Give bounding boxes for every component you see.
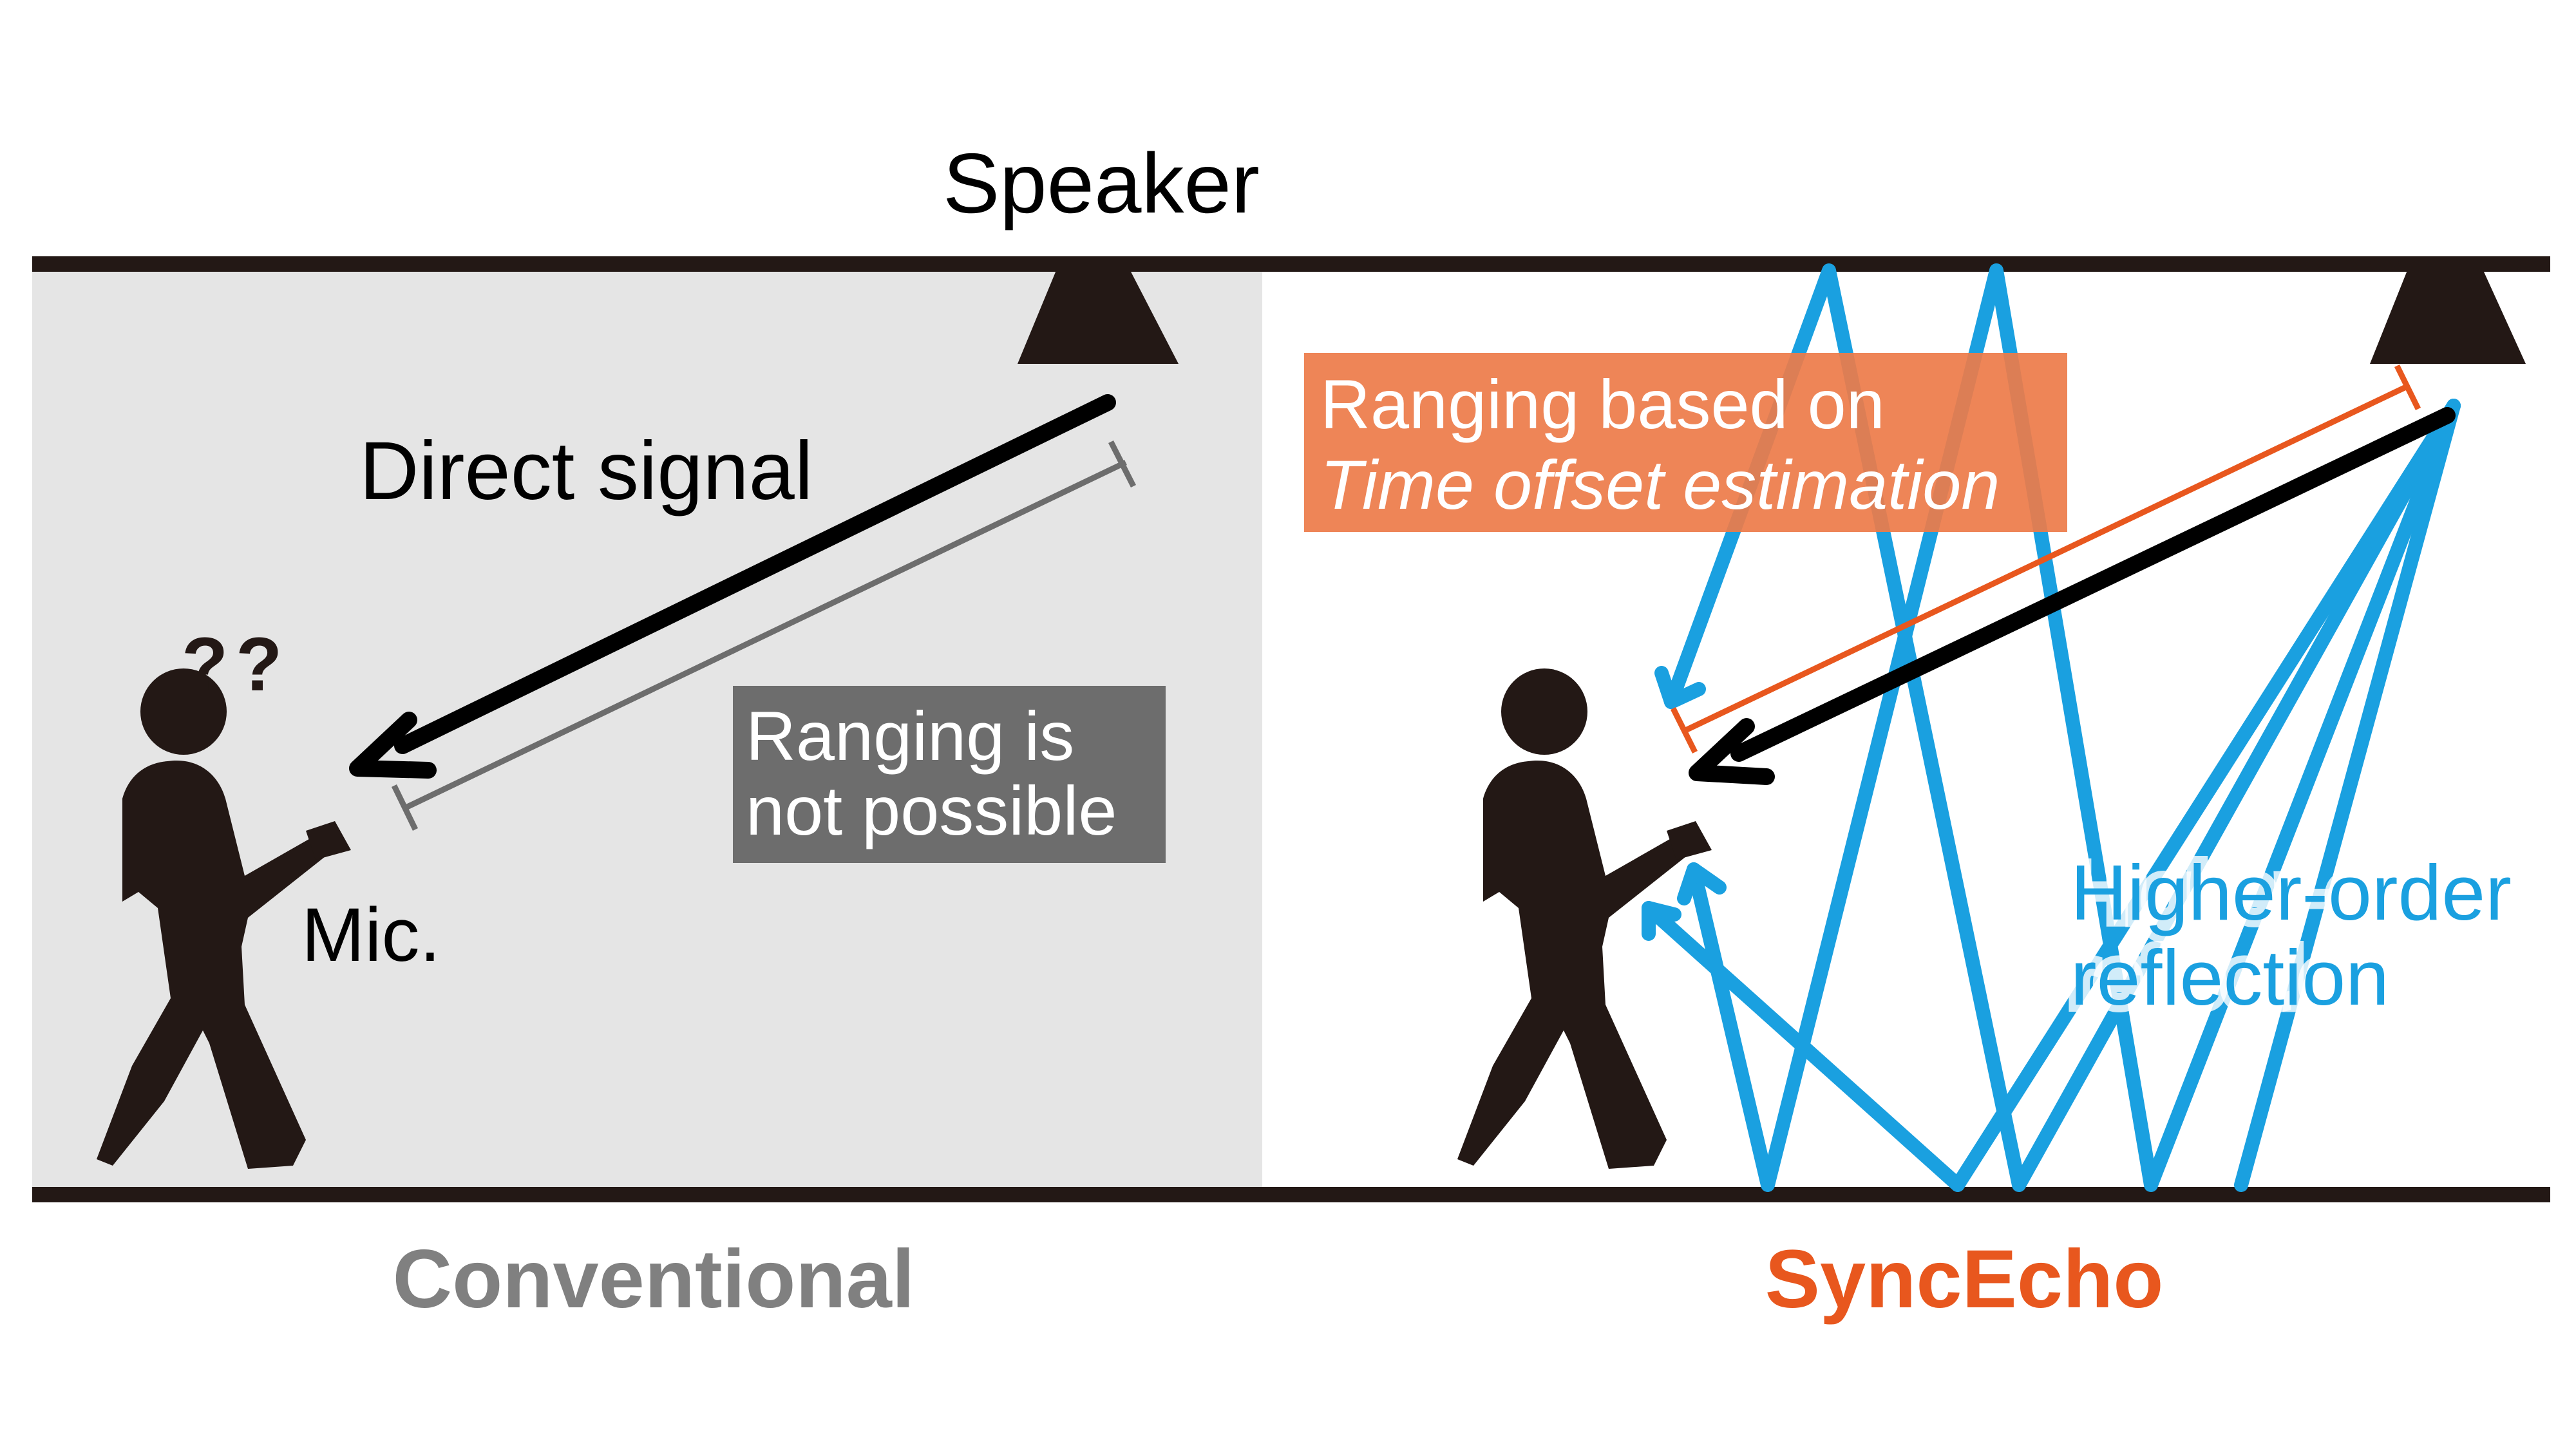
range-line-gray bbox=[404, 459, 1127, 811]
conventional-title: Conventional bbox=[393, 1233, 915, 1325]
reflection-arrowhead-lower-left bbox=[1642, 901, 1681, 941]
higher-order-label-line2: reflection bbox=[2070, 934, 2389, 1021]
time-offset-estimation-label: Time offset estimation bbox=[1320, 446, 2000, 524]
ranging-based-on-box bbox=[1304, 353, 2067, 532]
reflection-path-2 bbox=[1642, 399, 2461, 1192]
direct-signal-arrow bbox=[394, 394, 1116, 754]
reflection-path-3 bbox=[1687, 263, 2461, 1192]
direct-signal-arrowhead bbox=[349, 712, 437, 779]
mic-label: Mic. bbox=[301, 893, 440, 978]
ranging-not-possible-box bbox=[733, 686, 1166, 863]
speaker-label: Speaker bbox=[943, 136, 1260, 231]
direct-signal-arrow-right bbox=[1730, 407, 2456, 762]
reflection-arrowhead-top bbox=[1654, 666, 1706, 709]
direct-signal-arrowhead-right bbox=[1689, 718, 1775, 785]
ranging-not-possible-line1: Ranging is bbox=[746, 697, 1074, 775]
reflection-path-4 bbox=[2234, 399, 2461, 1192]
syncecho-title: SyncEcho bbox=[1765, 1233, 2164, 1325]
ranging-not-possible-line2: not possible bbox=[746, 772, 1117, 849]
range-line-gray-endcap-top bbox=[1108, 440, 1137, 488]
higher-order-label-line1: Higher-order bbox=[2070, 849, 2512, 936]
reflection-arrowhead-lower-right bbox=[1677, 862, 1727, 905]
range-line-orange bbox=[1683, 383, 2409, 734]
speaker-icon-right bbox=[2370, 270, 2526, 364]
range-line-orange-endcap-top bbox=[2394, 365, 2421, 410]
direct-signal-label: Direct signal bbox=[359, 425, 813, 517]
question-marks: ?? bbox=[182, 622, 290, 707]
speaker-icon-left bbox=[1018, 270, 1179, 364]
reflection-arrowheads bbox=[1642, 666, 1727, 941]
ranging-based-on-label: Ranging based on bbox=[1320, 365, 1885, 443]
range-line-gray-endcap-bottom bbox=[391, 784, 419, 831]
range-line-orange-endcap-bottom bbox=[1670, 706, 1698, 754]
